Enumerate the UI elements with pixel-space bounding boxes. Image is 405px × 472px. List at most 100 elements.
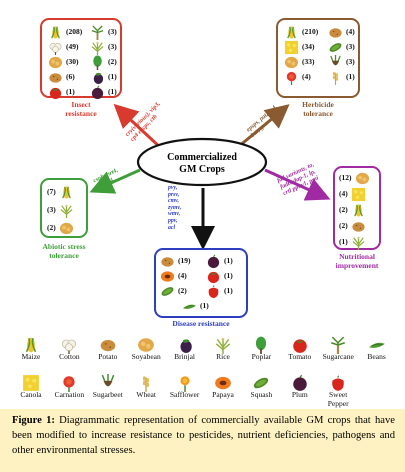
legend-item: Papaya: [204, 374, 242, 399]
canola-icon: [351, 187, 366, 201]
legend-item: Safflower: [166, 374, 204, 399]
legend-item: Sugarcane: [319, 336, 357, 361]
legend-item: Wheat: [127, 374, 165, 399]
disease-item-count: (2): [178, 286, 187, 295]
disease-item-count: (1): [224, 271, 233, 280]
center-ellipse: [136, 137, 268, 187]
herbicide-item-count: (4): [346, 27, 355, 36]
wheat-icon: [328, 70, 343, 85]
legend-label: Sweet Pepper: [327, 390, 349, 408]
legend-label: Canola: [20, 390, 42, 399]
gene-label-disease: pvy, prsv, cmv, zymv, wmv, ppv, acl: [168, 185, 182, 231]
maize-icon: [22, 336, 40, 353]
disease-item: (19): [160, 253, 191, 268]
abiotic-item-count: (3): [47, 205, 56, 214]
rice-icon: [351, 235, 366, 250]
abiotic-item: (2): [47, 220, 74, 235]
legend-item: Plum: [281, 374, 319, 399]
legend-label: Brinjal: [174, 352, 196, 361]
arrow-herbicide: [237, 104, 290, 149]
canola-icon: [284, 40, 299, 54]
sugarcane-icon: [90, 24, 105, 40]
herbicide-item-count: (34): [302, 42, 315, 51]
beans-icon: [182, 299, 197, 313]
tomato-icon: [291, 336, 309, 353]
squash-icon: [160, 284, 175, 298]
legend-label: Potato: [98, 352, 118, 361]
insect-item-count: (2): [108, 57, 117, 66]
legend-label: Tomato: [288, 352, 312, 361]
disease-item: (1): [206, 253, 233, 268]
arrow-insect: [113, 103, 165, 152]
insect-item: (30): [48, 54, 79, 69]
insect-item-count: (3): [108, 42, 117, 51]
insect-item-count: (6): [66, 72, 75, 81]
crop-legend: Maize Cotton Potato Soyabean Brinjal Rice Popl…: [12, 336, 396, 410]
nutritional-item: (12): [339, 170, 370, 185]
rice-icon: [90, 40, 105, 55]
soyabean-icon: [48, 55, 63, 69]
legend-label: Rice: [216, 352, 230, 361]
plum-icon: [90, 85, 105, 99]
herbicide-item-count: (33): [302, 57, 315, 66]
legend-label: Plum: [291, 390, 308, 399]
legend-label: Squash: [250, 390, 273, 399]
maize-icon: [284, 25, 299, 39]
herbicide-item: (4): [328, 24, 355, 39]
disease-item-count: (19): [178, 256, 191, 265]
legend-item: Maize: [12, 336, 50, 361]
sugarbeet-icon: [99, 374, 117, 390]
potato-icon: [99, 336, 117, 352]
carnation-icon: [60, 374, 78, 392]
legend-item: Cotton: [50, 336, 88, 361]
figure-caption: Figure 1: Diagrammatic representation of…: [0, 409, 405, 472]
wheat-icon: [137, 374, 155, 392]
arrow-abiotic: [89, 168, 141, 194]
soyabean-icon: [284, 55, 299, 69]
nutritional-item: (1): [339, 234, 366, 250]
insect-item: (1): [48, 84, 75, 99]
herbicide-item: (33): [284, 54, 315, 69]
insect-item-count: (1): [108, 87, 117, 96]
disease-item-count: (1): [224, 256, 233, 265]
nutritional-item-count: (12): [339, 173, 352, 182]
legend-item: Rice: [204, 336, 242, 361]
arrow-nutritional: [264, 168, 331, 201]
carnation-icon: [284, 70, 299, 85]
legend-item: Tomato: [281, 336, 319, 361]
legend-label: Soyabean: [131, 352, 161, 361]
disease-item-count: (1): [224, 286, 233, 295]
legend-label: Poplar: [251, 352, 272, 361]
legend-item: Poplar: [242, 336, 280, 361]
legend-label: Maize: [21, 352, 41, 361]
potato-icon: [328, 25, 343, 39]
canola-icon: [22, 374, 40, 391]
herbicide-tolerance-title: Herbicide tolerance: [302, 100, 334, 118]
nutritional-item-count: (2): [339, 205, 348, 214]
disease-item: (1): [206, 283, 233, 298]
nutritional-item: (2): [339, 218, 366, 233]
papaya-icon: [160, 269, 175, 283]
legend-item: Potato: [89, 336, 127, 361]
legend-item: Beans: [358, 336, 396, 361]
legend-item: Soyabean: [127, 336, 165, 361]
disease-item: (2): [160, 283, 187, 298]
disease-item: (1): [206, 268, 233, 283]
abiotic-item: (7): [47, 184, 74, 199]
abiotic-item-count: (7): [47, 187, 56, 196]
legend-label: Wheat: [136, 390, 156, 399]
herbicide-item-count: (3): [346, 57, 355, 66]
legend-item: Brinjal: [166, 336, 204, 361]
herbicide-item-count: (4): [302, 72, 311, 81]
legend-label: Cotton: [59, 352, 80, 361]
herbicide-item: (4): [284, 69, 311, 85]
insect-item-count: (30): [66, 57, 79, 66]
tomato-icon: [48, 85, 63, 99]
herbicide-item: (1): [328, 69, 355, 85]
herbicide-item-count: (1): [346, 72, 355, 81]
brinjal-icon: [90, 70, 105, 84]
nutritional-item-count: (2): [339, 221, 348, 230]
legend-item: Sweet Pepper: [319, 374, 357, 408]
cotton-icon: [60, 336, 78, 354]
